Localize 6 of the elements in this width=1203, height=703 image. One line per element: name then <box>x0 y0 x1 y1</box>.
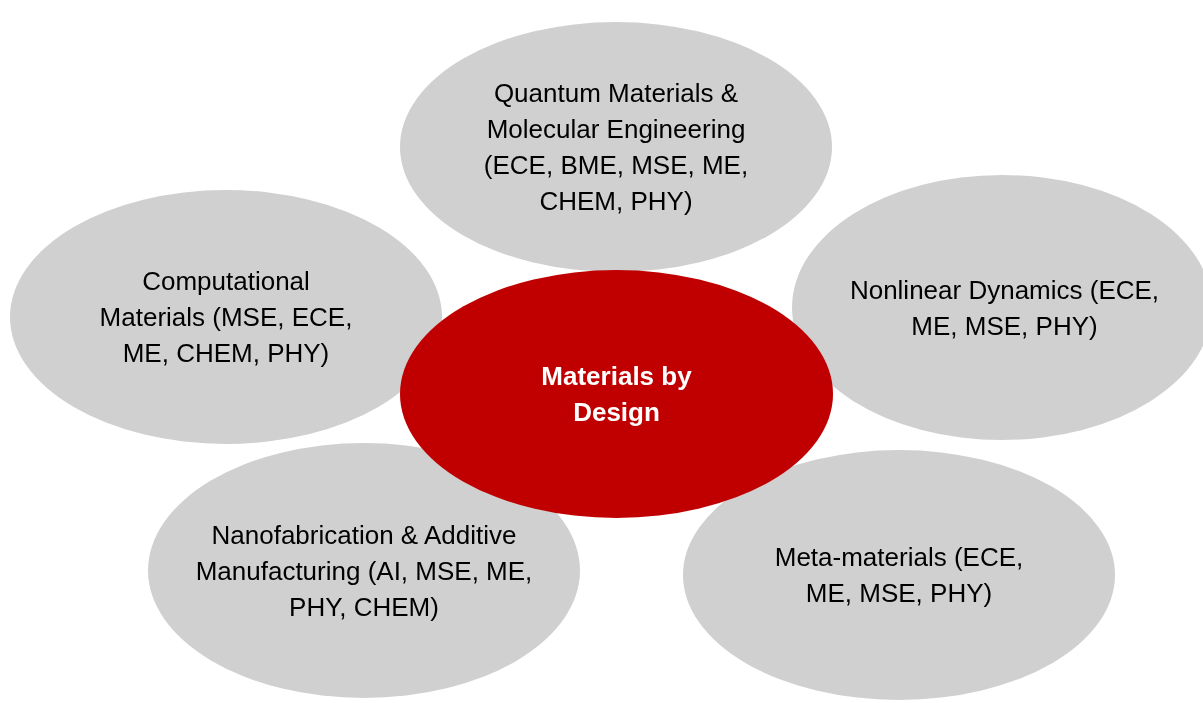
topic-label: Materials by Design <box>540 360 693 429</box>
topic-label: Nanofabrication & Additive Manufacturing (AI, MSE, ME, PHY, CHEM) <box>194 518 534 624</box>
topic-label: Computational Materials (MSE, ECE, ME, CHEM, PHY) <box>98 265 354 370</box>
topic-label: Quantum Materials & Molecular Engineering (ECE, BME, MSE, ME, CHEM, PHY) <box>482 77 750 218</box>
topic-label: Nonlinear Dynamics (ECE, ME, MSE, PHY) <box>848 273 1161 343</box>
topic-label: Meta-materials (ECE, ME, MSE, PHY) <box>773 541 1025 610</box>
